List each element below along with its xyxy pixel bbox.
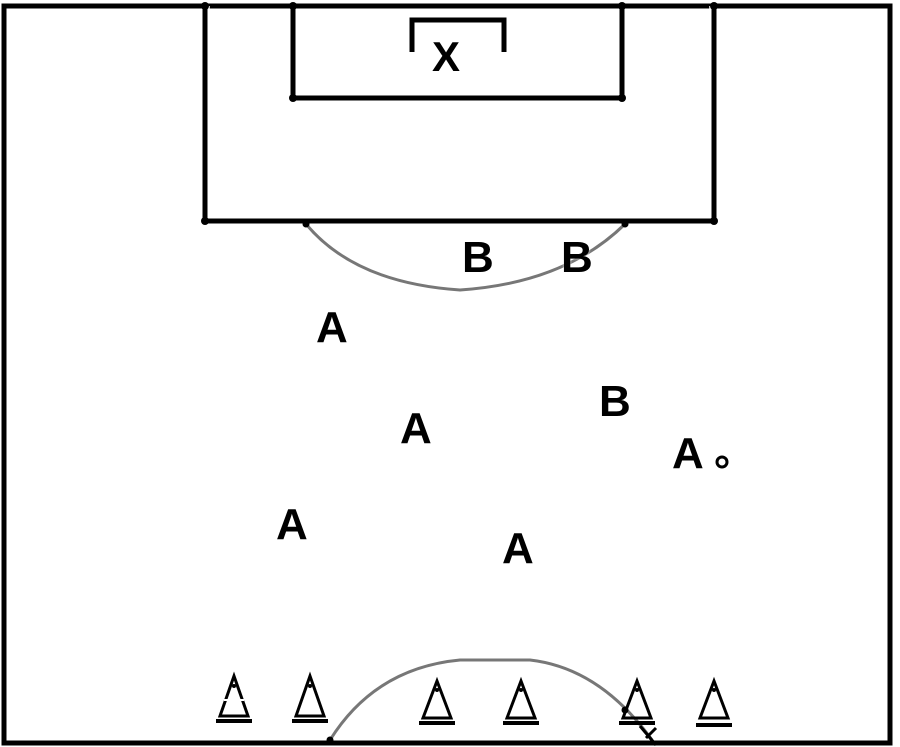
- player-b-1: B: [462, 233, 494, 282]
- player-b-2: B: [561, 233, 593, 282]
- goal: [409, 17, 507, 52]
- field-boundary: [1, 3, 893, 746]
- penalty-arc: [304, 222, 627, 292]
- player-b-3: B: [599, 377, 631, 426]
- field-boundary-inner: [8, 10, 886, 739]
- penalty-area-inner: [208, 6, 711, 218]
- goal-inner: [415, 23, 501, 52]
- cone-4: [503, 676, 539, 725]
- cone-2: [292, 671, 328, 723]
- player-a-4: A: [276, 500, 308, 549]
- cone-1: [216, 671, 252, 723]
- cross-marker: [638, 725, 658, 746]
- cone-3: [419, 676, 455, 725]
- penalty-area: [202, 6, 717, 224]
- cone-5: [619, 676, 655, 725]
- goal-area: [290, 6, 625, 101]
- ball: [715, 455, 729, 469]
- player-a-3: A: [672, 429, 704, 478]
- player-a-1: A: [316, 303, 348, 352]
- player-a-2: A: [400, 404, 432, 453]
- cone-6: [696, 676, 732, 727]
- line-junction-dots: [201, 2, 718, 744]
- goalkeeper-marker: X: [432, 33, 461, 80]
- player-a-5: A: [502, 524, 534, 573]
- center-circle-arc: [328, 658, 654, 741]
